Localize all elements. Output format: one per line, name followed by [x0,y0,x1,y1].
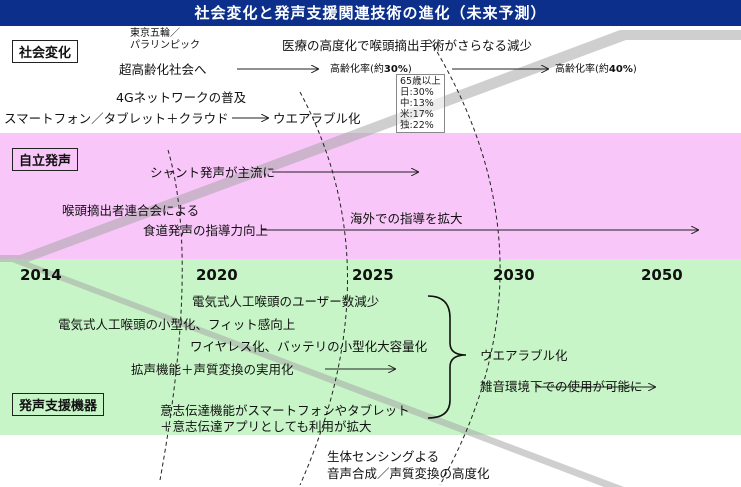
dashed-arc-1 [159,149,183,481]
super-aging-label: 超高齢化社会へ [119,62,207,77]
year-2030: 2030 [493,266,535,284]
wearable-device-label: ウエアラブル化 [480,348,568,363]
wireless-label: ワイヤレス化、バッテリの小型化大容量化 [190,339,428,354]
shunt-label: シャント発声が主流に [150,165,276,180]
over65-box: 65歳以上 日:30% 中:13% 米:17% 独:22% [396,74,445,133]
over65-row-china: 中:13% [400,98,434,109]
users-decrease-label: 電気式人工喉頭のユーザー数減少 [192,294,380,309]
devices-band [0,259,741,435]
wearable-society-label: ウエアラブル化 [273,111,361,126]
aging-rate-2050-prefix: 高齢化率(約 [555,64,609,75]
sensing-label-2: 音声合成／声質変換の高度化 [327,466,490,481]
year-2020: 2020 [196,266,238,284]
aging-rate-2025-suffix: ) [407,64,412,75]
aging-rate-2025-value: 30% [383,64,408,75]
dashed-arc-3 [429,39,501,486]
medical-label: 医療の高度化で喉頭摘出手術がさらなる減少 [282,38,533,53]
aging-rate-2025: 高齢化率(約30%) [330,64,412,76]
aging-rate-2050: 高齢化率(約40%) [555,64,637,76]
intent-label-2: ＋意志伝達アプリとしても利用が拡大 [160,419,372,434]
aging-rate-2050-suffix: ) [632,64,637,75]
over65-row-usa: 米:17% [400,109,434,120]
olympics-note: 東京五輪／ パラリンピック [130,28,200,51]
smartphone-label: スマートフォン／タブレット＋クラウド [4,111,229,126]
intent-label-1: 意志伝達機能がスマートフォンやタブレット [160,403,410,418]
assoc-label-1: 喉頭摘出者連合会による [62,203,200,218]
page-title: 社会変化と発声支援関連技術の進化（未来予測） [0,0,741,26]
over65-header: 65歳以上 [400,76,441,87]
year-2025: 2025 [352,266,394,284]
network-4g-label: 4Gネットワークの普及 [116,90,247,105]
section-label-devices: 発声支援機器 [12,393,105,416]
amplify-label: 拡声機能＋声質変換の実用化 [131,362,294,377]
overseas-label: 海外での指導を拡大 [350,211,463,226]
sensing-label-1: 生体センシングよる [327,449,440,464]
year-2014: 2014 [20,266,62,284]
aging-rate-2025-prefix: 高齢化率(約 [330,64,384,75]
section-label-self-voice: 自立発声 [12,148,79,171]
over65-row-japan: 日:30% [400,87,434,98]
section-label-society: 社会変化 [12,40,79,63]
assoc-label-2: 食道発声の指導力向上 [143,223,269,238]
over65-row-germany: 独:22% [400,120,434,131]
year-2050: 2050 [641,266,683,284]
dashed-arc-2 [299,91,348,486]
aging-rate-2050-value: 40% [608,64,633,75]
timeline-chevron [0,30,741,487]
self-voice-band [0,133,741,259]
noise-label: 雑音環境下での使用が可能に [480,379,643,394]
curly-brace [427,295,467,419]
miniaturize-label: 電気式人工喉頭の小型化、フィット感向上 [58,317,296,332]
